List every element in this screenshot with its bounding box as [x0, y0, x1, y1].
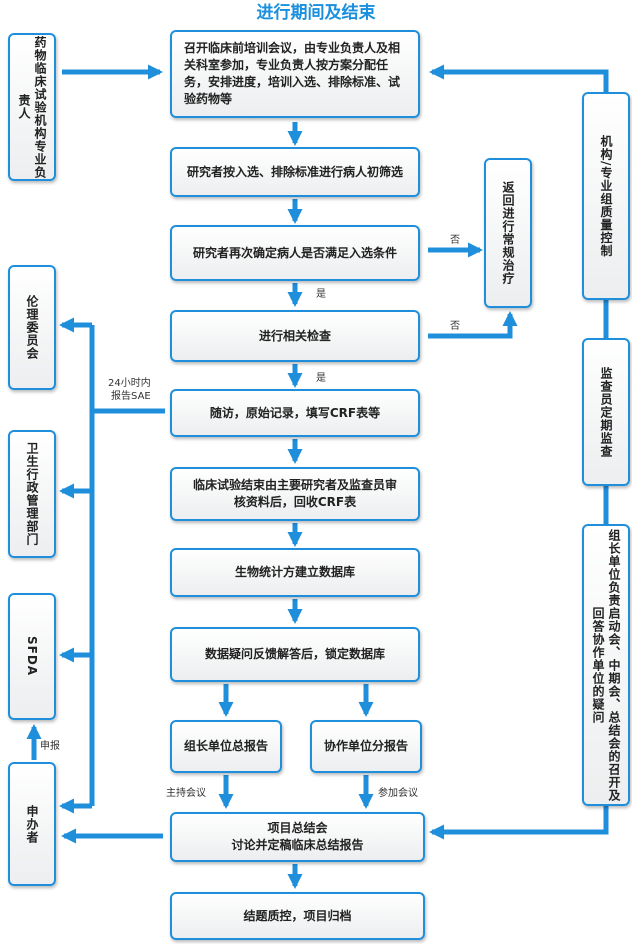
label-host-meeting: 主持会议 — [166, 788, 206, 799]
label-sae: 24小时内 报告SAE — [108, 377, 151, 403]
node-confirm: 研究者再次确定病人是否满足入选条件 — [170, 225, 420, 281]
node-summary-line2: 讨论并定稿临床总结报告 — [231, 838, 364, 852]
node-institution-text: 药物临床试验机构专业负责人 — [17, 35, 47, 179]
node-quality-control: 机构/专业组质量控制 — [582, 92, 630, 300]
arrow-leadunit-to-summary — [429, 806, 609, 840]
node-review: 临床试验结束由主要研究者及监查员审核资料后，回收CRF表 — [170, 467, 420, 521]
label-report-up: 申报 — [40, 741, 60, 752]
node-summary-line1: 项目总结会 — [267, 821, 328, 835]
node-health-admin-text: 卫生行政管理部门 — [25, 442, 39, 546]
arrow-quality-to-training — [429, 64, 609, 95]
node-health-admin: 卫生行政管理部门 — [8, 430, 56, 558]
node-lead-unit: 组长单位负责启动会、中期会、总结会的召开及回答协作单位的疑问 — [582, 524, 630, 806]
node-review-text: 临床试验结束由主要研究者及监查员审核资料后，回收CRF表 — [192, 478, 397, 509]
node-institution: 药物临床试验机构专业负责人 — [8, 33, 56, 181]
node-database-text: 生物统计方建立数据库 — [234, 565, 355, 579]
node-training: 召开临床前培训会议，由专业负责人及相关科室参加，专业负责人按方案分配任务，安排进… — [170, 30, 420, 118]
node-screening: 研究者按入选、排除标准进行病人初筛选 — [170, 147, 420, 197]
node-lead-unit-text: 组长单位负责启动会、中期会、总结会的召开及回答协作单位的疑问 — [591, 528, 621, 802]
node-ethics: 伦理委员会 — [8, 265, 56, 390]
node-sfda-text: SFDA — [25, 636, 39, 677]
label-sae-line1: 24小时内 — [108, 378, 151, 389]
node-archive-text: 结题质控，项目归档 — [243, 908, 352, 923]
node-return-treatment-text: 返回进行常规治疗 — [501, 181, 515, 285]
label-attend-meeting: 参加会议 — [378, 788, 418, 799]
arrow-checkup-to-return — [428, 311, 518, 339]
label-yes-checkup: 是 — [316, 373, 326, 384]
diagram-title: 进行期间及结束 — [256, 3, 376, 23]
node-confirm-text: 研究者再次确定病人是否满足入选条件 — [192, 245, 397, 260]
node-monitor-text: 监查员定期监查 — [599, 366, 613, 458]
node-sponsor: 申办者 — [8, 762, 56, 886]
node-checkup-text: 进行相关检查 — [258, 328, 331, 343]
node-followup-text: 随访，原始记录，填写CRF表等 — [209, 405, 381, 420]
label-no-confirm: 否 — [450, 235, 460, 246]
node-sponsor-text: 申办者 — [25, 804, 39, 844]
node-sfda: SFDA — [8, 593, 56, 720]
node-screening-text: 研究者按入选、排除标准进行病人初筛选 — [186, 164, 403, 179]
label-yes-confirm: 是 — [316, 289, 326, 300]
node-lead-report-text: 组长单位总报告 — [183, 739, 268, 753]
node-monitor: 监查员定期监查 — [582, 338, 630, 486]
node-lead-report: 组长单位总报告 — [170, 720, 282, 773]
node-training-text: 召开临床前培训会议，由专业负责人及相关科室参加，专业负责人按方案分配任务，安排进… — [184, 41, 401, 106]
node-return-treatment: 返回进行常规治疗 — [484, 158, 532, 308]
node-lock: 数据疑问反馈解答后，锁定数据库 — [170, 627, 420, 682]
node-lock-text: 数据疑问反馈解答后，锁定数据库 — [204, 647, 385, 661]
node-summary: 项目总结会 讨论并定稿临床总结报告 — [170, 812, 425, 862]
node-database: 生物统计方建立数据库 — [170, 548, 420, 597]
node-archive: 结题质控，项目归档 — [170, 892, 425, 940]
node-coop-report: 协作单位分报告 — [310, 720, 422, 773]
node-quality-control-text: 机构/专业组质量控制 — [599, 134, 613, 258]
label-no-checkup: 否 — [450, 321, 460, 332]
node-followup: 随访，原始记录，填写CRF表等 — [170, 389, 420, 437]
label-sae-line2: 报告SAE — [111, 391, 151, 402]
node-ethics-text: 伦理委员会 — [25, 295, 39, 360]
node-coop-report-text: 协作单位分报告 — [323, 739, 408, 753]
node-checkup: 进行相关检查 — [170, 310, 420, 362]
